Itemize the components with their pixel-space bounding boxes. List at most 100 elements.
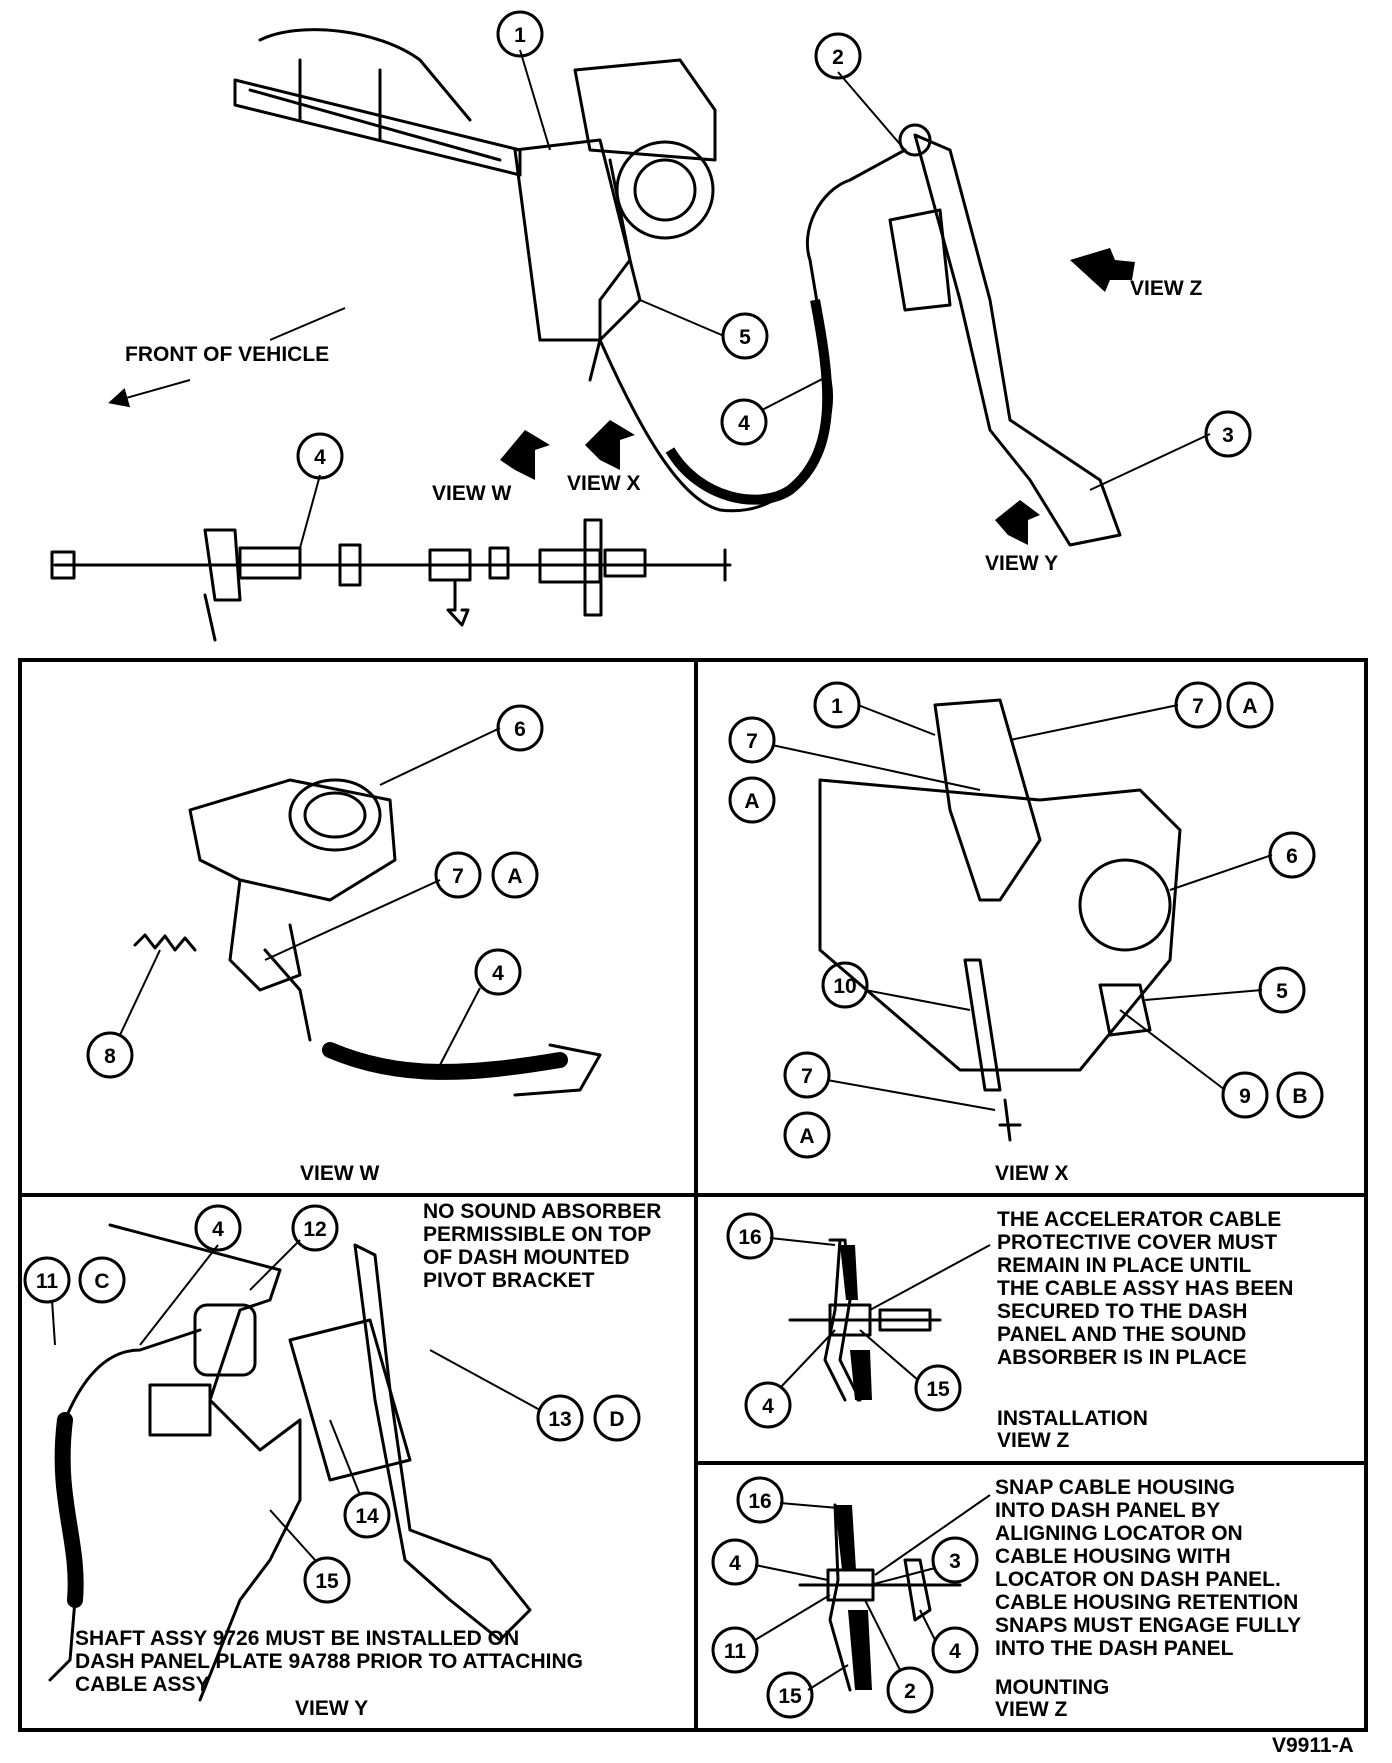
intake-plenum-x — [818, 778, 1182, 1072]
callout-6-w: 6 — [379, 704, 544, 786]
svg-text:15: 15 — [926, 1378, 950, 1401]
svg-text:15: 15 — [778, 1685, 802, 1708]
install-note-6: PANEL AND THE SOUND — [997, 1323, 1246, 1346]
damper-10 — [963, 958, 1002, 1092]
view-y-note-bottom-1: SHAFT ASSY 9726 MUST BE INSTALLED ON — [75, 1627, 519, 1650]
mount-note-2: INTO DASH PANEL BY — [995, 1499, 1220, 1522]
view-y-panel: 4 12 11 C 13 D 14 15 — [23, 1200, 661, 1720]
svg-text:3: 3 — [1222, 424, 1234, 447]
cable-end-x — [998, 1098, 1022, 1142]
dash-panel-y — [108, 1223, 302, 1702]
callout-11-mount: 11 — [711, 1594, 831, 1674]
view-z-arrow-icon — [1070, 248, 1135, 292]
view-y-arrow-icon — [995, 500, 1040, 545]
callout-16-install: 16 — [726, 1212, 836, 1260]
callout-15-y: 15 — [269, 1509, 351, 1604]
exploded-cable-assembly — [50, 518, 732, 642]
svg-text:4: 4 — [729, 1552, 741, 1575]
svg-text:6: 6 — [1286, 845, 1298, 868]
view-y-title: VIEW Y — [295, 1697, 368, 1720]
svg-text:A: A — [799, 1125, 814, 1148]
svg-text:A: A — [744, 790, 759, 813]
accelerator-pedal-y — [353, 1243, 532, 1642]
throttle-bore-x — [1078, 858, 1172, 952]
mount-note-4: CABLE HOUSING WITH — [995, 1545, 1231, 1568]
svg-text:A: A — [507, 865, 522, 888]
view-x-arrow-label: VIEW X — [567, 472, 641, 495]
front-arrow — [108, 379, 191, 408]
callout-3-mount: 3 — [869, 1536, 979, 1586]
mount-note-5: LOCATOR ON DASH PANEL. — [995, 1568, 1281, 1591]
svg-text:4: 4 — [738, 412, 750, 435]
air-intake-housing — [573, 58, 717, 162]
callout-4-w: 4 — [439, 948, 522, 1066]
svg-text:B: B — [1292, 1085, 1307, 1108]
callout-16-mount: 16 — [736, 1476, 839, 1524]
callout-4-mount-left: 4 — [711, 1538, 829, 1586]
callout-13d-y: 13 D — [429, 1349, 641, 1442]
svg-text:1: 1 — [514, 24, 526, 47]
view-x-arrow-icon — [585, 420, 635, 470]
mount-title-1: MOUNTING — [995, 1676, 1109, 1699]
svg-text:6: 6 — [514, 718, 526, 741]
bracket-x — [1098, 983, 1152, 1037]
svg-text:4: 4 — [314, 446, 326, 469]
mounting-view-z-panel: 16 4 3 11 4 15 2 — [711, 1476, 1301, 1721]
callout-7a-w: 7 A — [264, 851, 539, 961]
svg-text:8: 8 — [104, 1045, 116, 1068]
callout-14-y: 14 — [329, 1419, 391, 1539]
svg-text:5: 5 — [739, 326, 751, 349]
svg-text:2: 2 — [832, 46, 844, 69]
callout-4-mount-right: 4 — [919, 1609, 979, 1674]
svg-text:7: 7 — [746, 730, 758, 753]
svg-text:4: 4 — [492, 962, 504, 985]
mount-note-1: SNAP CABLE HOUSING — [995, 1476, 1235, 1499]
callout-15-mount: 15 — [766, 1664, 849, 1719]
svg-text:16: 16 — [748, 1490, 771, 1513]
svg-text:D: D — [609, 1408, 624, 1431]
callout-5-overview: 5 — [639, 299, 769, 360]
install-note-3: REMAIN IN PLACE UNTIL — [997, 1254, 1252, 1277]
view-y-arrow-label: VIEW Y — [985, 552, 1058, 575]
cable-end-w — [263, 948, 312, 1042]
mount-note-7: SNAPS MUST ENGAGE FULLY — [995, 1614, 1301, 1637]
svg-text:15: 15 — [315, 1570, 339, 1593]
throttle-body-w — [188, 778, 397, 902]
view-w-arrow-icon — [500, 430, 550, 480]
throttle-cover-x — [933, 698, 1042, 902]
callout-8-w: 8 — [86, 949, 161, 1079]
install-note-5: SECURED TO THE DASH — [997, 1300, 1247, 1323]
view-y-note-top-2: PERMISSIBLE ON TOP — [423, 1223, 651, 1246]
view-x-title: VIEW X — [995, 1162, 1069, 1185]
panel-frames — [18, 658, 1368, 1732]
callout-7a-x-left: 7 A — [728, 716, 981, 824]
svg-text:2: 2 — [904, 1680, 916, 1703]
view-x-panel: 1 7 A 7 A 6 10 5 — [728, 681, 1324, 1185]
callout-15-install: 15 — [859, 1329, 962, 1412]
view-y-note-bottom-3: CABLE ASSY — [75, 1673, 210, 1696]
pivot-bracket-y — [288, 1318, 412, 1482]
view-y-note-bottom-2: DASH PANEL PLATE 9A788 PRIOR TO ATTACHIN… — [75, 1650, 583, 1673]
svg-text:A: A — [1242, 695, 1257, 718]
callout-9b-x: 9 B — [1119, 1009, 1324, 1119]
figure-id: V9911-A — [1272, 1734, 1354, 1757]
svg-text:5: 5 — [1276, 980, 1288, 1003]
svg-text:7: 7 — [801, 1065, 813, 1088]
svg-text:C: C — [94, 1270, 109, 1293]
callout-1-overview: 1 — [496, 10, 551, 151]
svg-text:10: 10 — [833, 975, 856, 998]
callout-4-overview-a: 4 — [720, 374, 831, 446]
pedal-pivot — [898, 123, 932, 157]
callout-2-mount: 2 — [864, 1599, 934, 1714]
callout-4-install: 4 — [744, 1329, 836, 1429]
callout-12-y: 12 — [249, 1204, 339, 1291]
svg-text:12: 12 — [303, 1218, 326, 1241]
svg-text:11: 11 — [36, 1270, 59, 1293]
callout-4-y: 4 — [139, 1204, 242, 1346]
svg-text:9: 9 — [1239, 1085, 1251, 1108]
front-of-vehicle-label: FRONT OF VEHICLE — [125, 343, 329, 366]
return-spring — [133, 933, 197, 952]
install-note-4: THE CABLE ASSY HAS BEEN — [997, 1277, 1293, 1300]
throttle-linkage — [588, 158, 632, 382]
